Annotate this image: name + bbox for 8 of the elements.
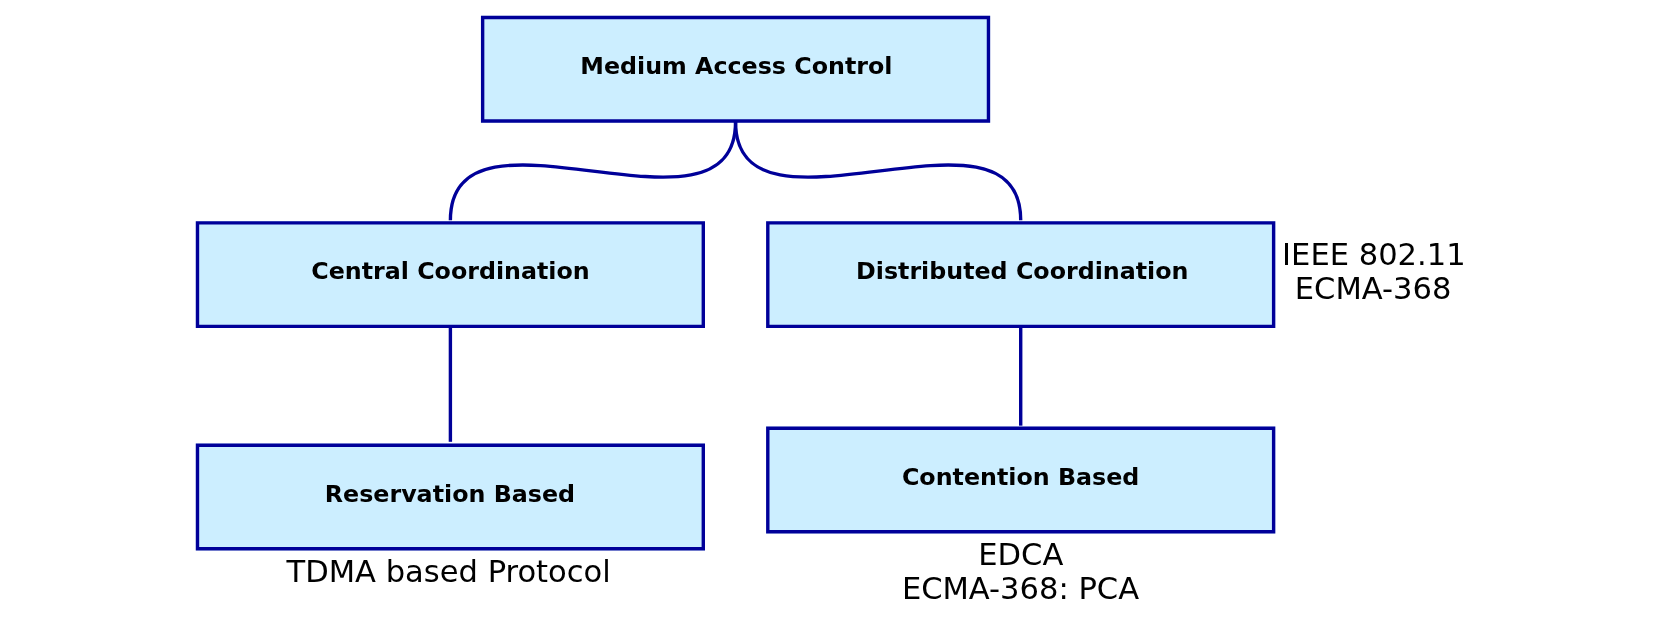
node-label: TDMA based Protocol: [286, 553, 611, 589]
connector: [733, 121, 1023, 221]
node-label: ECMA-368: PCA: [901, 570, 1140, 606]
node-label: ECMA-368: [1294, 271, 1452, 307]
node-label: IEEE 802.11: [1282, 237, 1466, 273]
node-label: EDCA: [978, 536, 1064, 572]
connector: [448, 327, 453, 442]
connector: [1019, 327, 1023, 426]
